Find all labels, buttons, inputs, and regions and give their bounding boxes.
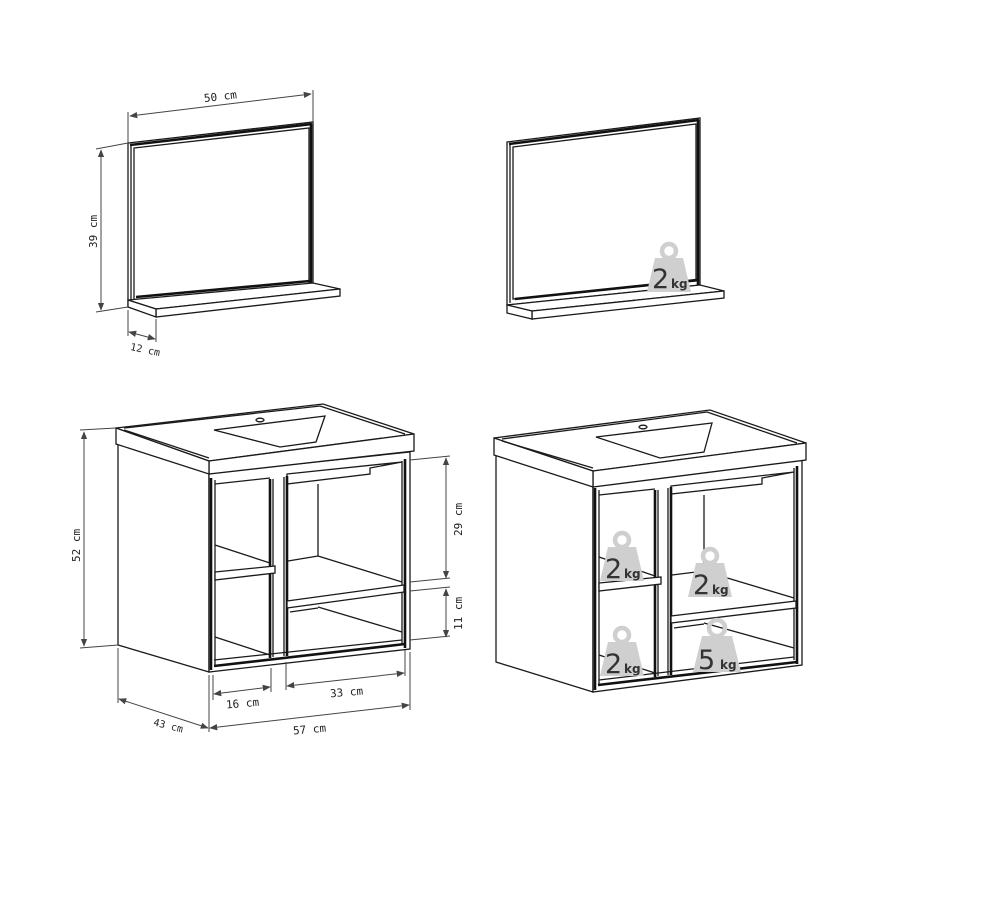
weight-icon-left-upper: 2 kg [600,530,644,585]
label-lower-opening: 11 cm [452,597,465,630]
label-right-compartment: 33 cm [329,685,363,701]
label-mirror-depth: 12 cm [129,342,161,359]
dimension-upper-opening: 29 cm [409,455,465,583]
cabinet-drawing [115,403,415,673]
load-value: 2 [605,649,622,680]
weight-icon-right-lower: 5 kg [693,617,741,676]
label-mirror-height: 39 cm [87,215,100,248]
label-mirror-width: 50 cm [203,88,238,105]
load-value: 5 [698,645,715,676]
label-upper-opening: 29 cm [452,503,465,536]
dimension-left-compartment: 16 cm [212,668,272,712]
label-cabinet-height: 52 cm [70,529,83,562]
load-unit: kg [624,662,641,676]
load-unit: kg [712,583,729,597]
label-left-compartment: 16 cm [225,696,259,712]
weight-icon-right-upper: 2 kg [688,546,732,601]
cabinet-dimension-panel: 52 cm 29 cm 11 cm 16 cm 33 c [70,403,465,738]
load-value: 2 [693,570,710,601]
label-cabinet-width: 57 cm [292,722,326,738]
dimension-mirror-width: 50 cm [127,88,314,143]
label-cabinet-depth: 43 cm [152,718,184,736]
load-value: 2 [652,264,669,295]
dimension-cabinet-height: 52 cm [70,427,119,649]
load-unit: kg [720,658,737,672]
mirror-drawing-2 [506,117,725,320]
weight-icon-left-bottom: 2 kg [600,625,644,680]
mirror-dimension-panel: 50 cm 39 cm 12 cm [87,88,341,359]
dimension-right-compartment: 33 cm [285,650,406,701]
load-unit: kg [624,567,641,581]
dimension-lower-opening: 11 cm [409,586,465,641]
dimension-cabinet-width: 57 cm [208,652,411,738]
load-value: 2 [605,554,622,585]
load-unit: kg [671,277,688,291]
cabinet-load-panel: 2 kg 2 kg 2 kg 5 kg [493,409,807,693]
dimension-mirror-height: 39 cm [87,142,129,313]
weight-icon: 2 kg [647,241,691,295]
cabinet-drawing-2 [493,409,807,693]
mirror-load-panel: 2 kg [506,117,725,320]
mirror-drawing [127,121,341,318]
